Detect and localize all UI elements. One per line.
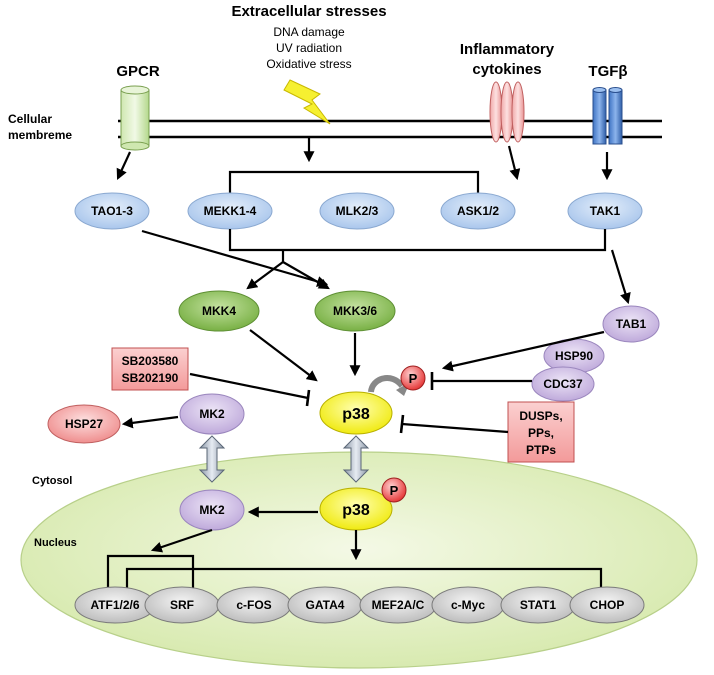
phospho-badge-cytosol: P (400, 365, 426, 391)
tgfb-receptor-icon (592, 87, 623, 145)
node-mekk1-4: MEKK1-4 (187, 192, 273, 230)
arrow-mk2-down (150, 528, 213, 553)
svg-text:HSP90: HSP90 (555, 349, 593, 363)
node-c-myc: c-Myc (431, 586, 505, 624)
svg-text:STAT1: STAT1 (520, 598, 557, 612)
node-mk2-cytosol: MK2 (179, 393, 245, 435)
phosphatase-pps: PPs, (528, 426, 554, 440)
svg-text:ATF1/2/6: ATF1/2/6 (90, 598, 139, 612)
svg-text:MEKK1-4: MEKK1-4 (204, 204, 257, 218)
extracellular-stresses-title: Extracellular stresses (231, 3, 386, 20)
node-mkk3-6: MKK3/6 (314, 290, 396, 332)
svg-text:TAO1-3: TAO1-3 (91, 204, 133, 218)
arrow-to-mkk4 (246, 261, 284, 290)
stress-oxidative: Oxidative stress (266, 57, 351, 71)
node-p38-nucleus: p38 (319, 487, 393, 531)
inhibitor-sb202190: SB202190 (122, 371, 179, 385)
svg-text:SRF: SRF (170, 598, 194, 612)
arrow-tao-to-mkk36 (141, 229, 329, 287)
cytosol-label: Cytosol (32, 475, 72, 487)
arrow-tak1-to-tab1 (610, 249, 631, 305)
svg-text:c-Myc: c-Myc (451, 598, 485, 612)
autophosphorylation-arrow (368, 375, 405, 393)
gpcr-label: GPCR (116, 63, 160, 80)
svg-text:MK2: MK2 (199, 503, 225, 517)
svg-text:GATA4: GATA4 (306, 598, 345, 612)
svg-text:MLK2/3: MLK2/3 (336, 204, 379, 218)
shuttle-arrow-p38 (342, 435, 370, 483)
node-p38-cytosol: p38 (319, 391, 393, 435)
node-mkk4: MKK4 (178, 290, 260, 332)
arrow-mk2-to-hsp27 (121, 415, 179, 429)
tgfb-label: TGFβ (588, 63, 627, 80)
svg-text:p38: p38 (342, 406, 370, 423)
svg-text:P: P (390, 483, 399, 498)
node-cdc37: CDC37 (531, 366, 595, 402)
inhibit-dusp-to-p38 (401, 422, 509, 434)
inhibitor-box-sb: SB203580 SB202190 (111, 347, 189, 391)
inflammatory-label-1: Inflammatory (460, 41, 555, 58)
phosphatase-box: DUSPs, PPs, PTPs (507, 401, 575, 463)
svg-text:MKK4: MKK4 (202, 304, 236, 318)
bracket-mekk-to-tak1 (228, 229, 607, 252)
shuttle-arrow-mk2 (198, 435, 226, 483)
bracket-mk2-targets (106, 554, 195, 588)
svg-text:P: P (409, 371, 418, 386)
svg-text:HSP27: HSP27 (65, 417, 103, 431)
inhibitor-sb203580: SB203580 (122, 354, 179, 368)
stress-dna-damage: DNA damage (273, 25, 345, 39)
inflammatory-label-2: cytokines (472, 61, 541, 78)
inhibit-sb-bar (305, 389, 311, 407)
arrow-gpcr-to-tao (116, 151, 131, 180)
phosphatase-dusps: DUSPs, (519, 409, 562, 423)
svg-text:CDC37: CDC37 (543, 377, 583, 391)
nucleus-compartment (20, 451, 698, 669)
node-srf: SRF (144, 586, 220, 624)
node-tao1-3: TAO1-3 (74, 192, 150, 230)
lightning-bolt-icon (283, 79, 331, 125)
gpcr-receptor-icon (120, 85, 150, 151)
node-c-fos: c-FOS (216, 586, 292, 624)
svg-text:c-FOS: c-FOS (236, 598, 271, 612)
node-atf1-2-6: ATF1/2/6 (74, 586, 156, 624)
inhibit-sb-to-p38 (189, 372, 309, 400)
phospho-badge-nucleus: P (381, 477, 407, 503)
phosphatase-ptps: PTPs (526, 443, 556, 457)
arrow-tab1-to-p38 (441, 330, 605, 372)
svg-text:MK2: MK2 (199, 407, 225, 421)
svg-text:TAB1: TAB1 (616, 317, 647, 331)
svg-text:TAK1: TAK1 (590, 204, 621, 218)
node-hsp27: HSP27 (47, 404, 121, 444)
node-hsp90: HSP90 (543, 338, 605, 374)
inhibit-dusp-bar (399, 414, 405, 434)
arrow-cytokine-to-ask (507, 145, 521, 181)
node-tak1: TAK1 (567, 192, 643, 230)
stress-uv-radiation: UV radiation (276, 41, 342, 55)
svg-text:MEF2A/C: MEF2A/C (372, 598, 425, 612)
membrane-label-2: membreme (8, 128, 72, 142)
node-mk2-nucleus: MK2 (179, 489, 245, 531)
arrow-mkk4-to-p38 (249, 329, 318, 382)
svg-text:MKK3/6: MKK3/6 (333, 304, 377, 318)
membrane-label-1: Cellular (8, 112, 52, 126)
svg-text:ASK1/2: ASK1/2 (457, 204, 499, 218)
arrow-to-mkk36-from-bracket (282, 261, 330, 290)
svg-text:p38: p38 (342, 502, 370, 519)
bracket-p38-targets (125, 567, 603, 588)
node-ask1-2: ASK1/2 (440, 192, 516, 230)
cytokine-receptor-icon (489, 81, 525, 143)
svg-text:CHOP: CHOP (590, 598, 625, 612)
node-mlk2-3: MLK2/3 (319, 192, 395, 230)
node-chop: CHOP (569, 586, 645, 624)
node-stat1: STAT1 (500, 586, 576, 624)
node-tab1: TAB1 (602, 305, 660, 343)
nucleus-label: Nucleus (34, 537, 77, 549)
bracket-stress-kinases (228, 170, 480, 196)
node-gata4: GATA4 (287, 586, 363, 624)
node-mef2a-c: MEF2A/C (359, 586, 437, 624)
